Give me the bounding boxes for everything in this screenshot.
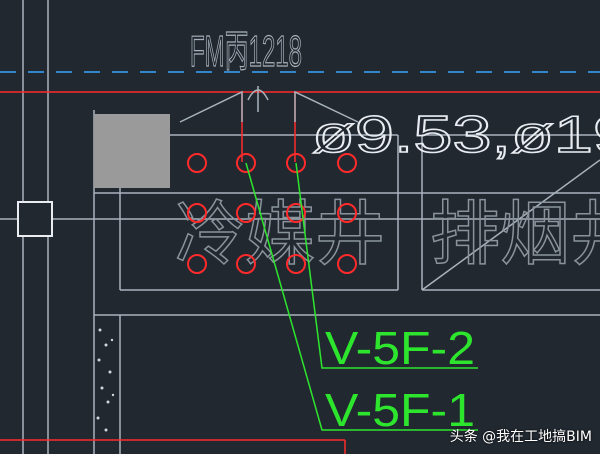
pipe-circle: [236, 153, 256, 173]
pipe-circle: [337, 254, 357, 274]
pipe-circle: [286, 153, 306, 173]
pipe-circle: [286, 254, 306, 274]
watermark: 头条 @我在工地搞BIM: [449, 429, 592, 445]
pipe-circle: [187, 254, 207, 274]
pipe-circle: [187, 203, 207, 223]
door-symbol: [179, 86, 359, 123]
door-tag[interactable]: FM丙1218: [189, 26, 302, 76]
pipe-size-annotation[interactable]: ø9.53,ø19: [311, 105, 600, 165]
grid-marker: [17, 201, 53, 237]
insulation-hatch: [96, 328, 115, 432]
pipe-circle: [337, 153, 357, 173]
pipe-penetrations: [187, 153, 357, 274]
structural-column: [94, 114, 170, 188]
leader-v-5f-1: [245, 162, 478, 431]
tag-v-5f-2[interactable]: V-5F-2: [325, 322, 475, 374]
pipe-circle: [286, 203, 306, 223]
pipe-circle: [187, 153, 207, 173]
smoke-exhaust-shaft-label: 排烟井: [430, 195, 600, 273]
tag-v-5f-1[interactable]: V-5F-1: [325, 384, 475, 436]
pipe-circle: [236, 254, 256, 274]
pipe-circle: [337, 203, 357, 223]
leader-v-5f-2: [295, 162, 478, 369]
tag-leaders: [245, 162, 478, 431]
refrigerant-shaft-label: 冷媒井: [175, 195, 385, 273]
pipe-circle: [236, 203, 256, 223]
